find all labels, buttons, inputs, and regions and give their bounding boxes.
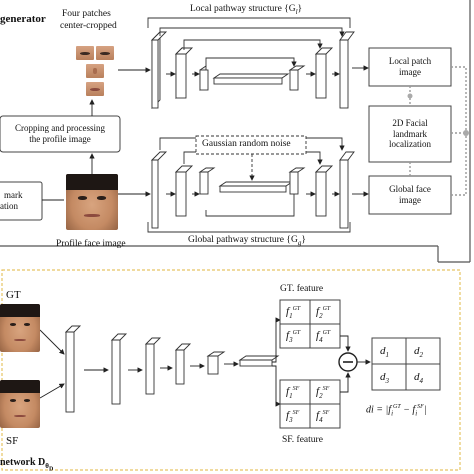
gaussian-noise-box xyxy=(195,135,307,155)
generator-title: generator xyxy=(0,13,46,25)
sf-cell-3: f3SF xyxy=(286,409,300,424)
difference-formula: di = |fiGT − fiSF| xyxy=(366,404,427,418)
sf-cell-1: f1SF xyxy=(286,385,300,400)
sf-face-image xyxy=(0,380,40,428)
eye-patch-left xyxy=(76,46,94,60)
local-pathway-bracket xyxy=(147,17,351,28)
network-label: network DθD xyxy=(0,457,54,473)
gt-feature-label: GT. feature xyxy=(280,284,324,294)
global-pathway-network xyxy=(150,151,355,229)
disc-forward-arrows xyxy=(39,329,239,399)
gt-cell-4: f4GT xyxy=(316,329,331,344)
gt-cell-1: f1GT xyxy=(286,305,301,320)
local-structure-label: Local pathway structure {Gl} xyxy=(190,4,303,16)
local-patch-box xyxy=(368,47,452,87)
local-junction-dot xyxy=(407,93,413,99)
profile-face-label: Profile face image xyxy=(56,239,126,249)
sf-cell-4: f4SF xyxy=(316,409,330,424)
sf-feature-label: SF. feature xyxy=(282,435,323,445)
profile-face-image xyxy=(66,174,118,230)
patches-label-line2: center-cropped xyxy=(60,21,117,31)
mouth-patch xyxy=(86,82,104,96)
landmark-partial-box xyxy=(0,181,43,221)
to-sf-feature-arrow xyxy=(272,365,281,407)
sf-feature-grid xyxy=(279,379,341,429)
d-cell-1: d1 xyxy=(380,345,389,360)
sf-label: SF xyxy=(6,435,19,447)
local-skip-connections xyxy=(159,27,345,67)
cropping-box xyxy=(0,115,121,153)
gt-feature-grid xyxy=(279,299,341,349)
d-cell-3: d3 xyxy=(380,371,389,386)
facial-landmark-box xyxy=(368,105,452,163)
sf-cell-2: f2SF xyxy=(316,385,330,400)
d-cell-2: d2 xyxy=(414,345,423,360)
global-structure-label: Global pathway structure {Gg} xyxy=(188,235,306,247)
eye-patch-right xyxy=(96,46,114,60)
patches-label-line1: Four patches xyxy=(62,9,111,19)
local-pathway-network xyxy=(150,30,355,110)
gt-face-image xyxy=(0,304,40,352)
d-grid xyxy=(371,337,441,391)
gt-cell-2: f2GT xyxy=(316,305,331,320)
to-gt-feature-arrow xyxy=(272,317,281,363)
landmark-junction-dot xyxy=(463,130,469,136)
gt-label: GT xyxy=(6,289,21,301)
local-forward-arrows xyxy=(166,65,369,77)
discriminator-network xyxy=(64,325,280,413)
gt-cell-3: f3GT xyxy=(286,329,301,344)
diff-arrows xyxy=(340,335,371,393)
d-cell-4: d4 xyxy=(414,371,423,386)
nose-patch xyxy=(86,64,104,78)
global-pathway-bracket xyxy=(147,222,351,233)
discriminator-frame xyxy=(1,269,461,471)
gaussian-noise-label: Gaussian random noise xyxy=(202,139,291,149)
